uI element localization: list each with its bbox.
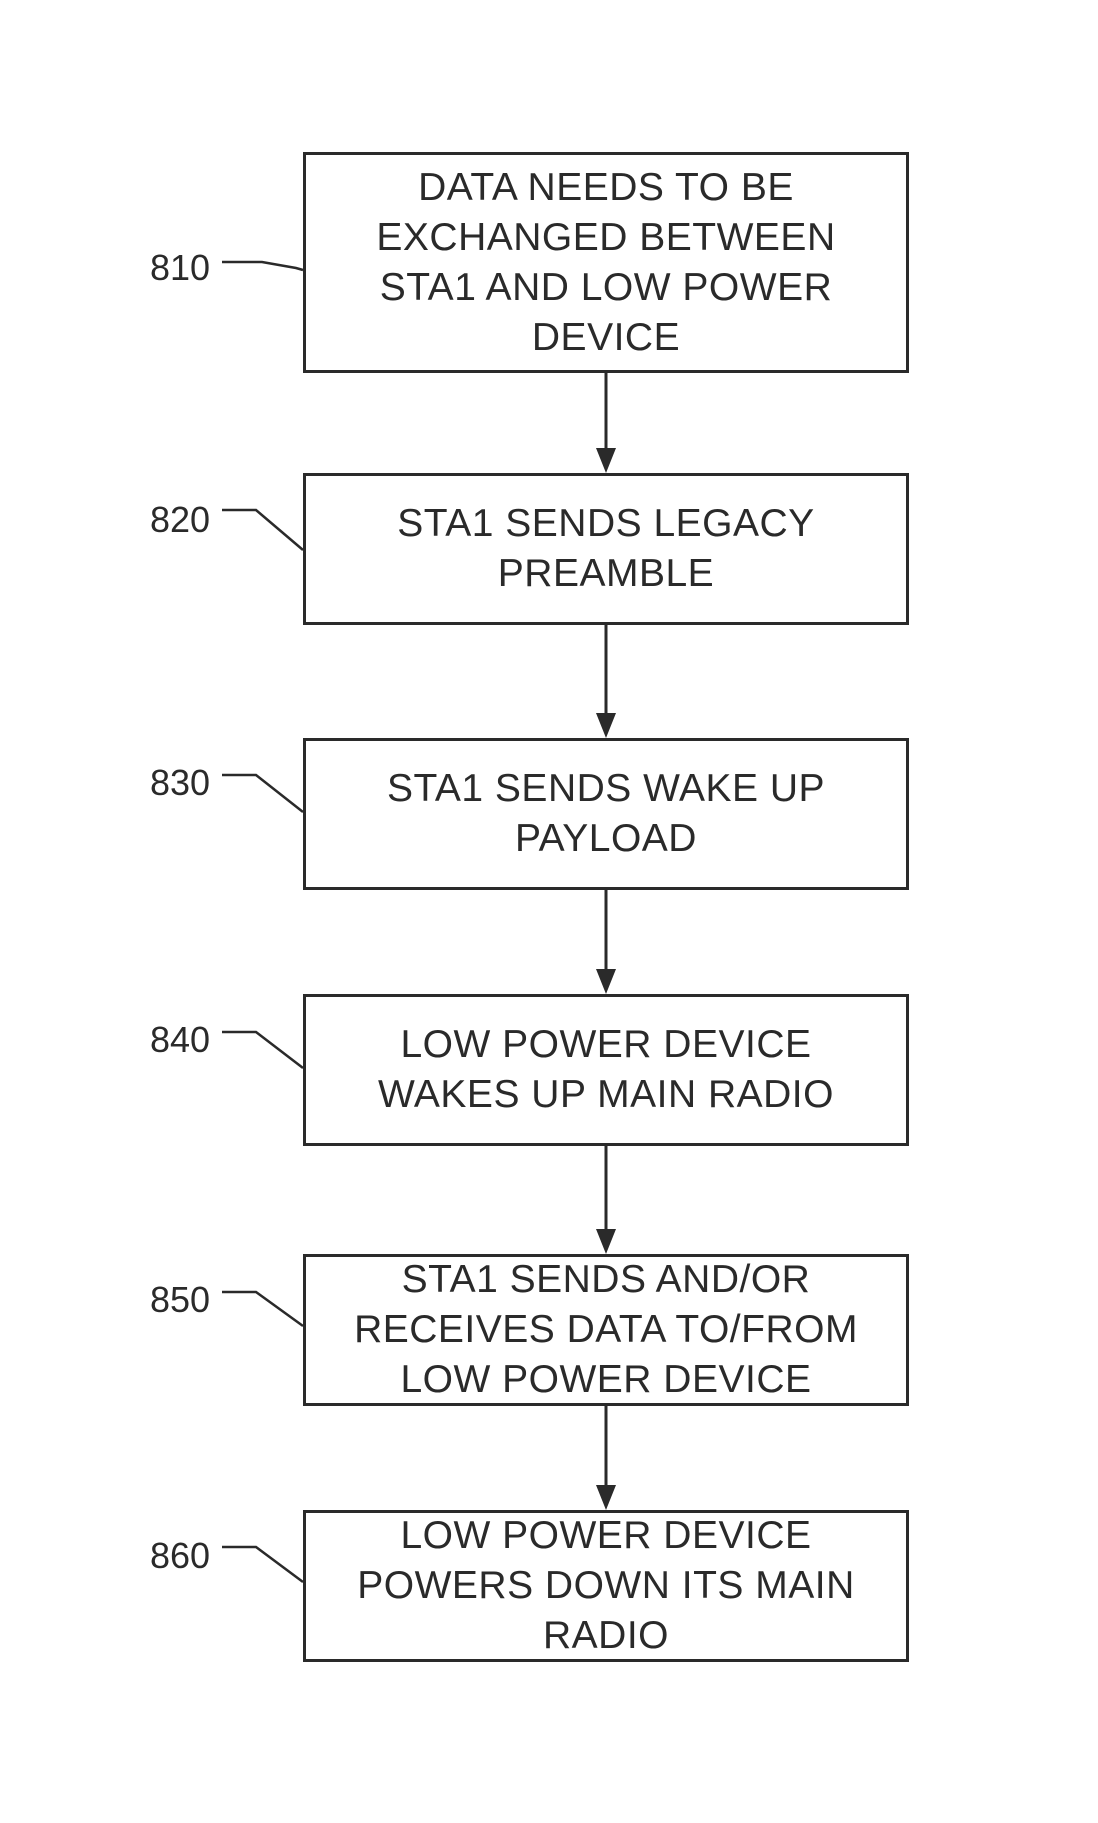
step-box-830: STA1 SENDS WAKE UP PAYLOAD [303,738,909,890]
step-box-810: DATA NEEDS TO BE EXCHANGED BETWEEN STA1 … [303,152,909,373]
step-text-860: LOW POWER DEVICE POWERS DOWN ITS MAIN RA… [357,1511,855,1661]
arrowhead-850-to-860 [596,1485,616,1510]
step-box-860: LOW POWER DEVICE POWERS DOWN ITS MAIN RA… [303,1510,909,1662]
leader-850 [222,1292,303,1326]
step-ref-850: 850 [150,1282,210,1318]
step-box-850: STA1 SENDS AND/OR RECEIVES DATA TO/FROM … [303,1254,909,1406]
leader-820 [222,510,303,550]
leader-860 [222,1547,303,1582]
reference-leaders [222,262,303,1582]
step-ref-830: 830 [150,765,210,801]
arrowhead-830-to-840 [596,969,616,994]
step-box-840: LOW POWER DEVICE WAKES UP MAIN RADIO [303,994,909,1146]
step-ref-860: 860 [150,1538,210,1574]
arrowhead-820-to-830 [596,713,616,738]
step-text-830: STA1 SENDS WAKE UP PAYLOAD [387,764,825,864]
step-text-820: STA1 SENDS LEGACY PREAMBLE [397,499,814,599]
step-text-810: DATA NEEDS TO BE EXCHANGED BETWEEN STA1 … [376,163,835,363]
leader-810 [222,262,303,270]
leader-840 [222,1032,303,1068]
arrowhead-840-to-850 [596,1229,616,1254]
step-ref-840: 840 [150,1022,210,1058]
step-ref-820: 820 [150,502,210,538]
step-text-850: STA1 SENDS AND/OR RECEIVES DATA TO/FROM … [354,1255,858,1405]
arrowhead-810-to-820 [596,448,616,473]
step-ref-810: 810 [150,250,210,286]
step-box-820: STA1 SENDS LEGACY PREAMBLE [303,473,909,625]
leader-830 [222,775,303,812]
step-text-840: LOW POWER DEVICE WAKES UP MAIN RADIO [378,1020,834,1120]
